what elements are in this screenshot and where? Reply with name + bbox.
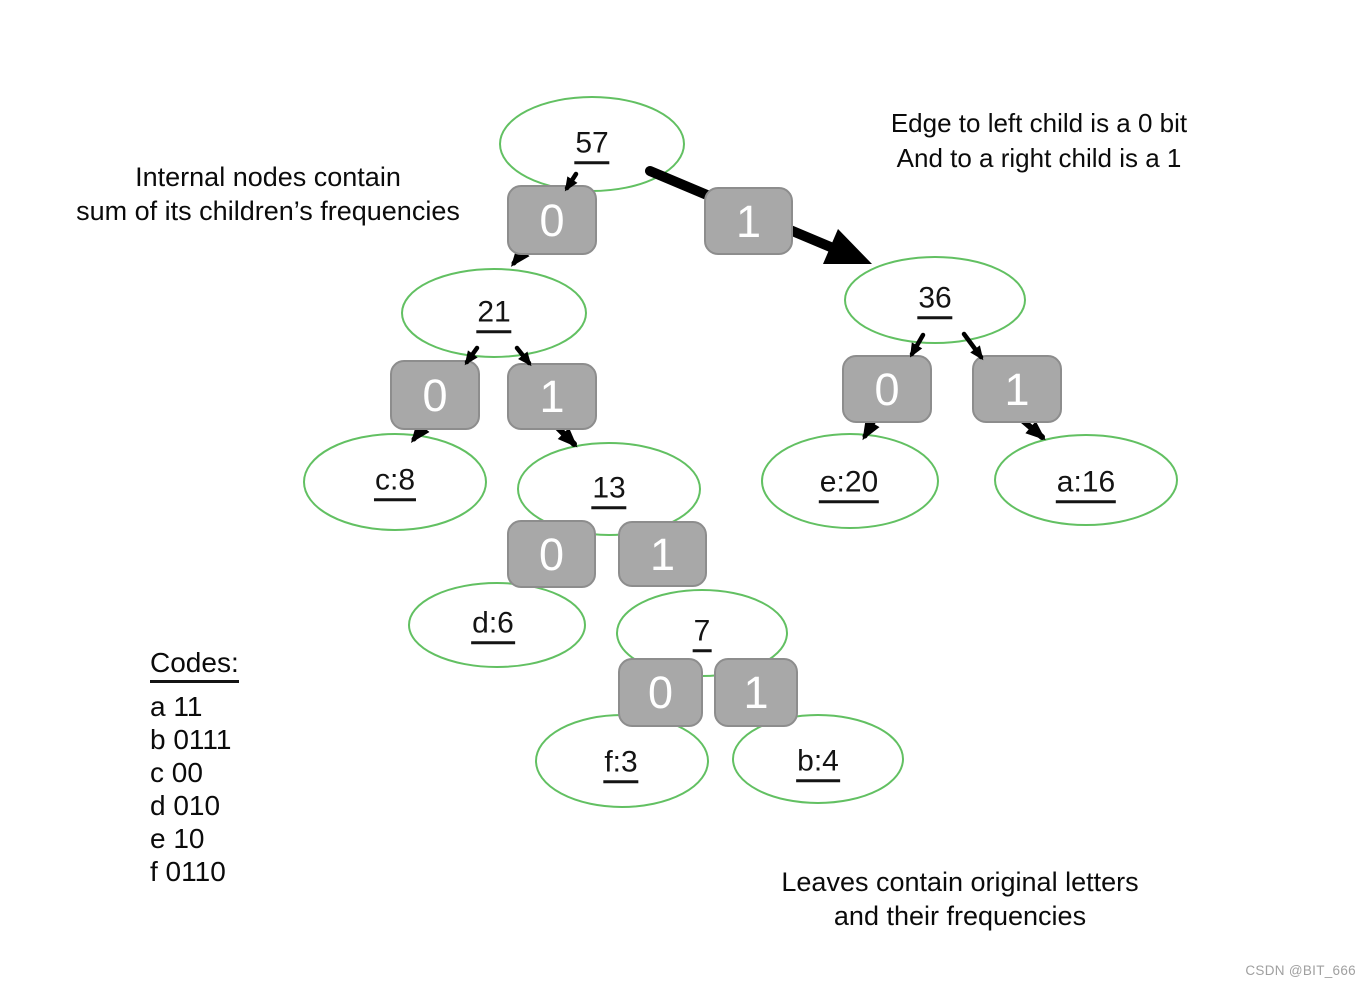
tree-node-e20-label: e:20	[818, 465, 880, 504]
tree-node-a16: a:16	[1055, 465, 1117, 504]
internal-nodes-note-line2: sum of its children’s frequencies	[76, 196, 460, 226]
edge-bit-36-left-label: 0	[874, 363, 900, 415]
tree-node-d6-label: d:6	[471, 606, 515, 645]
leaves-note-line2: and their frequencies	[833, 901, 1087, 931]
tree-node-f3: f:3	[603, 745, 639, 784]
tree-node-f3-label: f:3	[603, 745, 639, 784]
tree-node-7: 7	[692, 614, 712, 653]
tree-node-13-label: 13	[591, 471, 627, 510]
edge-bit-7-right: 1	[714, 658, 798, 727]
tree-node-b4: b:4	[796, 744, 840, 783]
edge-bit-7-right-label: 1	[743, 667, 769, 718]
node-ellipse-b4	[732, 714, 904, 804]
edge-bits-note-line2: And to a right child is a 1	[896, 143, 1182, 173]
edge-bit-36-right: 1	[972, 355, 1062, 423]
edge-bits-note: Edge to left child is a 0 bit And to a r…	[839, 106, 1239, 176]
leaves-note-line1: Leaves contain original letters	[781, 867, 1139, 897]
edge-bit-36-right-label: 1	[1004, 363, 1030, 415]
edge-bit-7-left: 0	[618, 658, 703, 727]
edge-bit-21-right: 1	[507, 363, 597, 430]
edge-bits-note-line1: Edge to left child is a 0 bit	[890, 108, 1188, 138]
arrowhead-root-to-36	[823, 229, 872, 264]
tree-node-13: 13	[591, 471, 627, 510]
edge-bit-root-right-label: 1	[735, 195, 762, 247]
edge-bit-7-left-label: 0	[647, 667, 674, 718]
edge-bit-36-left: 0	[842, 355, 932, 423]
tree-node-a16-label: a:16	[1055, 465, 1117, 504]
tree-node-c8-label: c:8	[373, 463, 417, 502]
internal-nodes-note-line1: Internal nodes contain	[135, 162, 401, 192]
tree-node-b4-label: b:4	[796, 744, 840, 783]
tree-node-c8: c:8	[373, 463, 417, 502]
edge-bit-21-left: 0	[390, 360, 480, 430]
code-line-e: e 10	[150, 823, 205, 854]
tree-node-d6: d:6	[471, 606, 515, 645]
code-line-a: a 11	[150, 691, 203, 722]
tree-node-36-label: 36	[917, 281, 953, 320]
edge-bit-21-left-label: 0	[422, 369, 448, 421]
tree-node-root-label: 57	[574, 126, 610, 165]
node-ellipse-a16	[994, 434, 1178, 526]
edge-bit-root-left-label: 0	[539, 194, 565, 246]
tree-node-e20: e:20	[818, 465, 880, 504]
tree-node-21: 21	[476, 295, 512, 334]
edge-bit-root-left: 0	[507, 185, 597, 255]
node-ellipse-d6	[408, 582, 586, 668]
node-ellipse-c8	[303, 433, 487, 531]
code-line-c: c 00	[150, 757, 203, 788]
tree-node-7-label: 7	[692, 614, 712, 653]
tree-node-21-label: 21	[476, 295, 512, 334]
edge-bit-13-right-label: 1	[649, 528, 676, 580]
code-line-f: f 0110	[150, 856, 226, 887]
edge-bit-13-right: 1	[618, 521, 707, 587]
edge-bit-root-right: 1	[704, 187, 793, 255]
codes-heading: Codes:	[150, 646, 239, 683]
edge-bit-21-right-label: 1	[539, 371, 565, 422]
edge-bit-13-left-label: 0	[538, 528, 565, 580]
node-ellipse-21	[401, 268, 587, 358]
csdn-watermark: CSDN @BIT_666	[1245, 963, 1356, 978]
tree-node-36: 36	[917, 281, 953, 320]
tree-node-root: 57	[574, 126, 610, 165]
leaves-note: Leaves contain original letters and thei…	[740, 865, 1180, 933]
node-ellipse-13	[517, 442, 701, 536]
internal-nodes-note: Internal nodes contain sum of its childr…	[40, 160, 496, 228]
node-ellipse-e20	[761, 433, 939, 529]
node-ellipse-36	[844, 256, 1026, 344]
code-line-d: d 010	[150, 790, 221, 821]
code-line-b: b 0111	[150, 724, 232, 755]
edge-bit-13-left: 0	[507, 520, 596, 588]
codes-panel: Codes: a 11 b 0111 c 00 d 010 e 10 f 011…	[150, 646, 239, 888]
